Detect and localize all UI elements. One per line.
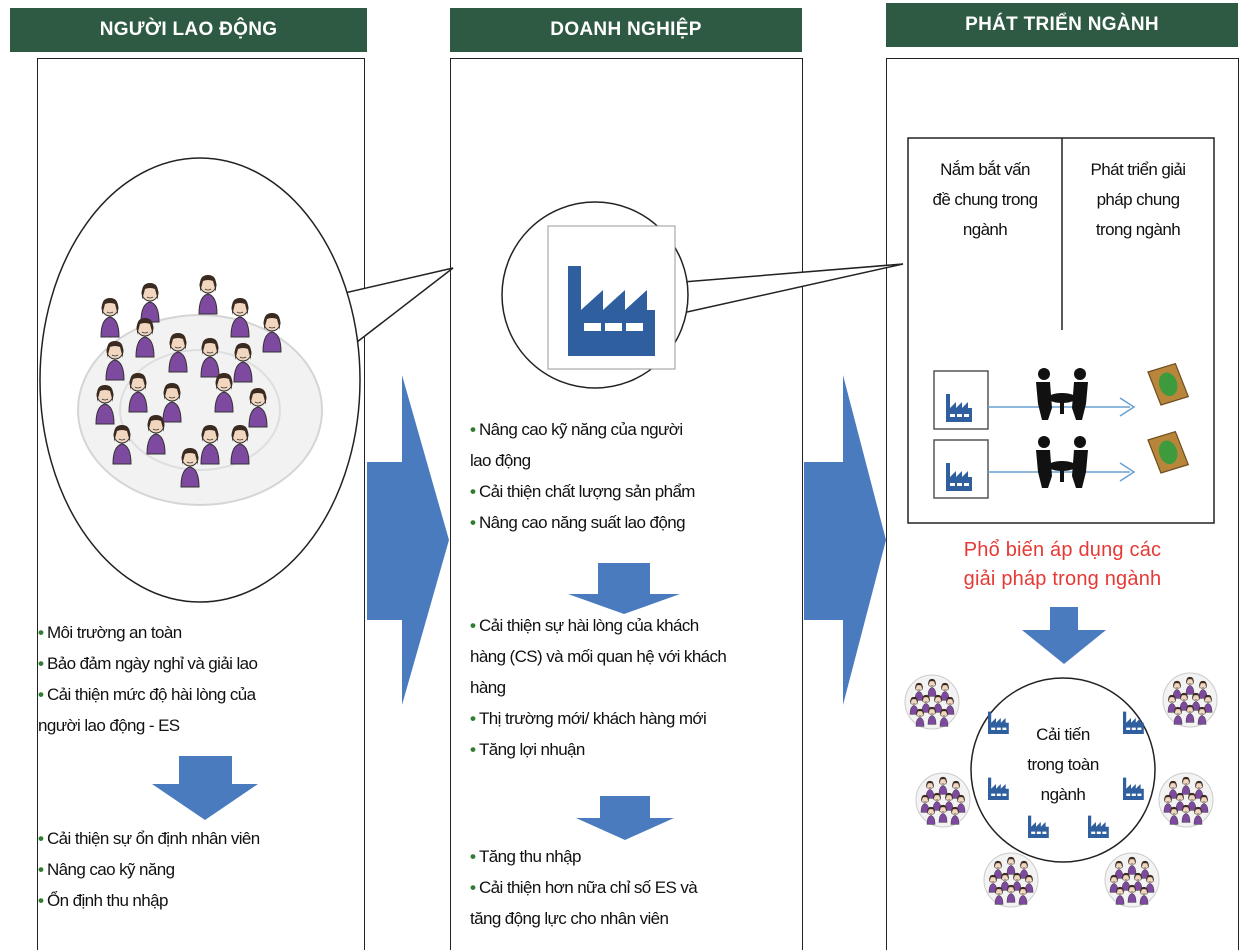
- list-item: Cải thiện sự ổn định nhân viên: [38, 823, 368, 854]
- cell-line: đề chung trong: [932, 190, 1038, 209]
- enterprise-skills-list: Nâng cao kỹ năng của người lao động Cải …: [470, 414, 800, 538]
- list-item: Cải thiện hơn nữa chỉ số ES và: [470, 872, 803, 903]
- list-item: hàng (CS) và mối quan hệ với khách: [470, 647, 727, 666]
- enterprise-customer-list: Cải thiện sự hài lòng của khách hàng (CS…: [470, 610, 803, 765]
- right-arrow-icon: [804, 375, 886, 705]
- list-item: Nâng cao kỹ năng của người: [470, 414, 800, 445]
- cell-line: ngành: [962, 220, 1008, 239]
- list-item: tăng động lực cho nhân viên: [470, 909, 669, 928]
- down-arrow-icon: [568, 563, 680, 614]
- list-item: Môi trường an toàn: [38, 617, 368, 648]
- common-problem-cell: Nắm bắt vấn đề chung trong ngành: [910, 155, 1060, 245]
- worker-column: [37, 58, 365, 950]
- list-item: Thị trường mới/ khách hàng mới: [470, 703, 803, 734]
- down-arrow-icon: [1022, 607, 1106, 664]
- list-item: lao động: [470, 451, 531, 470]
- cell-line: trong ngành: [1095, 220, 1181, 239]
- center-line: Cải tiến: [1036, 725, 1090, 744]
- enterprise-header: DOANH NGHIỆP: [450, 8, 802, 52]
- center-line: trong toàn: [1027, 755, 1099, 774]
- dissemination-line: Phổ biến áp dụng các: [963, 539, 1162, 561]
- industry-wide-improvement-text: Cải tiến trong toàn ngành: [1013, 720, 1113, 810]
- cell-line: Phát triển giải: [1090, 160, 1187, 179]
- industry-wide-circle: [970, 677, 1156, 863]
- worker-header: NGƯỜI LAO ĐỘNG: [10, 8, 367, 52]
- right-arrow-icon: [367, 375, 449, 705]
- list-item: Cải thiện mức độ hài lòng của: [38, 679, 368, 710]
- list-item: Bảo đảm ngày nghỉ và giải lao: [38, 648, 368, 679]
- cell-line: pháp chung: [1096, 190, 1180, 209]
- worker-outcomes-list: Cải thiện sự ổn định nhân viên Nâng cao …: [38, 823, 368, 916]
- list-item: Nâng cao năng suất lao động: [470, 507, 800, 538]
- worker-benefits-list: Môi trường an toàn Bảo đảm ngày nghỉ và …: [38, 617, 368, 741]
- factory-icon: [547, 225, 676, 370]
- callout-pointer: [659, 263, 904, 319]
- list-item: Tăng thu nhập: [470, 841, 803, 872]
- common-solution-cell: Phát triển giải pháp chung trong ngành: [1064, 155, 1212, 245]
- down-arrow-icon: [576, 796, 674, 840]
- cell-line: Nắm bắt vấn: [940, 160, 1030, 179]
- factory-icon: [933, 370, 989, 499]
- list-item: Nâng cao kỹ năng: [38, 854, 368, 885]
- list-item: Cải thiện sự hài lòng của khách: [470, 610, 803, 641]
- dissemination-text: Phổ biến áp dụng các giải pháp trong ngà…: [886, 536, 1239, 594]
- center-line: ngành: [1040, 785, 1086, 804]
- enterprise-column: [450, 58, 803, 950]
- dissemination-line: giải pháp trong ngành: [963, 568, 1162, 590]
- list-item: Cải thiện chất lượng sản phẩm: [470, 476, 800, 507]
- list-item: Ổn định thu nhập: [38, 885, 368, 916]
- industry-header: PHÁT TRIỂN NGÀNH: [886, 3, 1238, 47]
- list-item: người lao động - ES: [38, 716, 180, 735]
- down-arrow-icon: [152, 756, 258, 820]
- people-crowd-icon: [77, 274, 323, 506]
- enterprise-income-list: Tăng thu nhập Cải thiện hơn nữa chỉ số E…: [470, 841, 803, 934]
- list-item: Tăng lợi nhuận: [470, 734, 803, 765]
- list-item: hàng: [470, 678, 506, 697]
